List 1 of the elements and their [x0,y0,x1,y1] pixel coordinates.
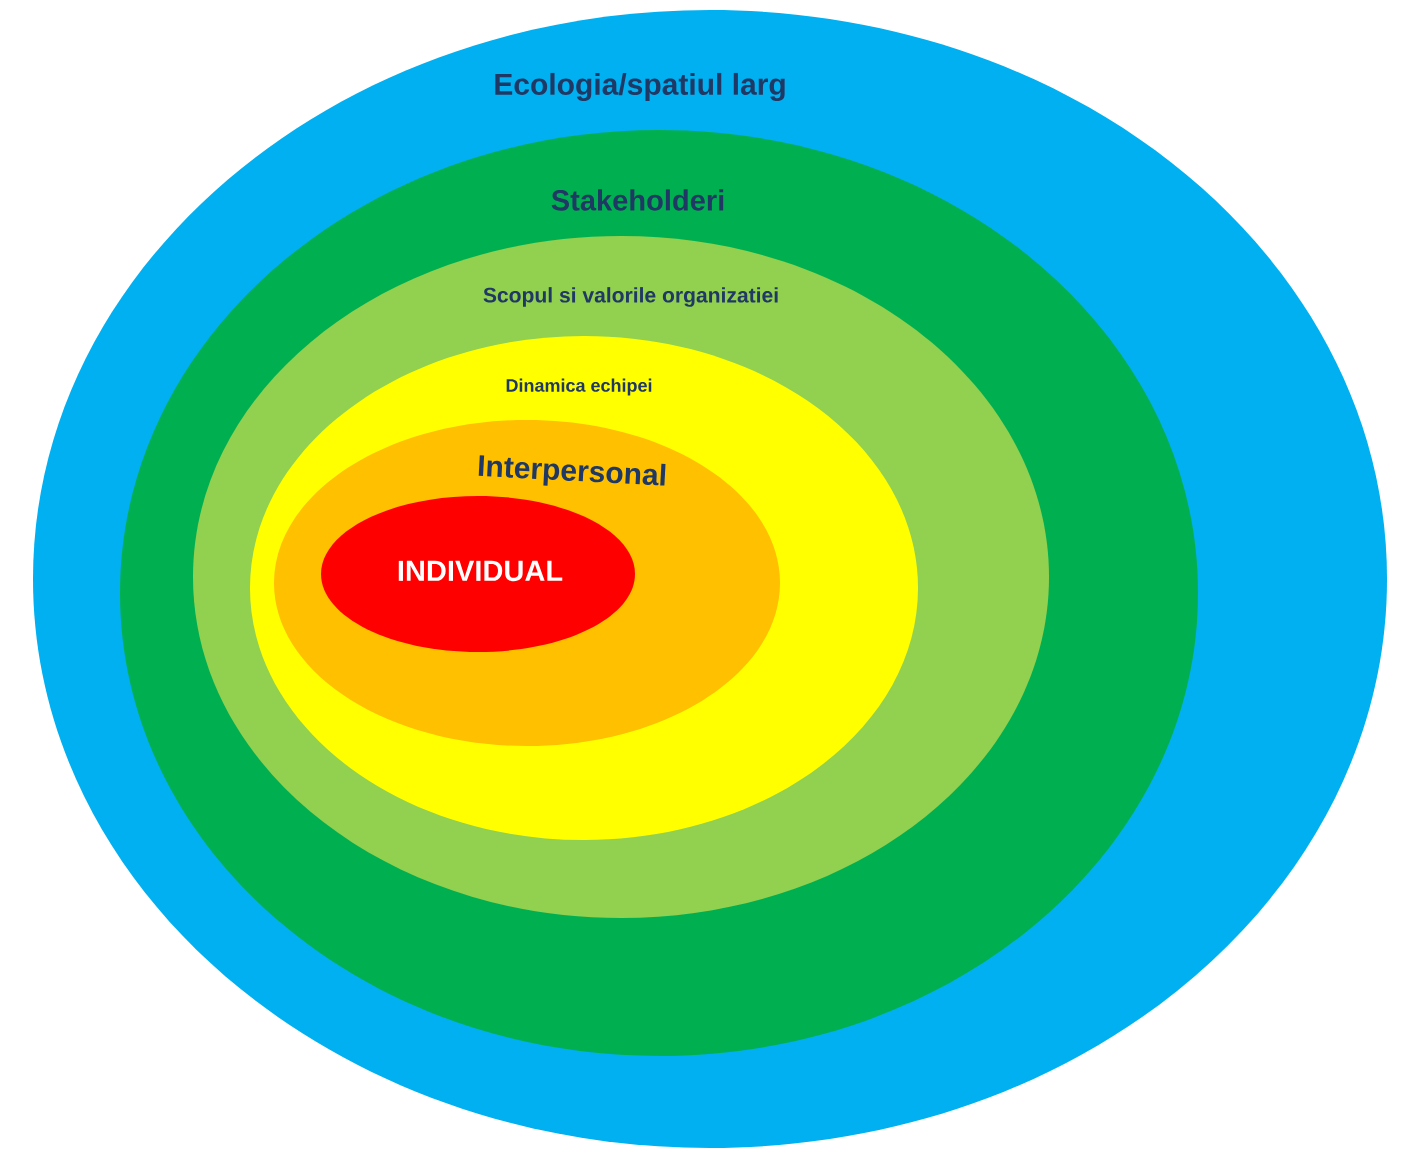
ring-region: INDIVIDUAL [321,496,635,652]
